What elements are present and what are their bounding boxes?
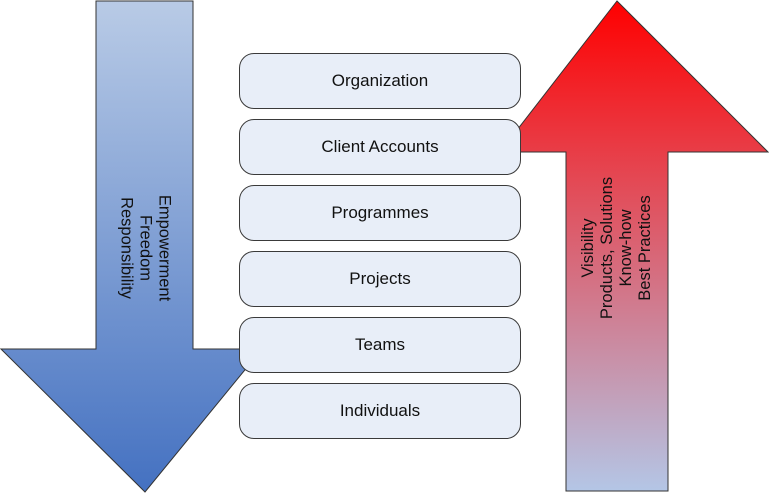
up-arrow-line: Products, Solutions <box>598 176 616 320</box>
down-arrow <box>0 0 264 493</box>
level-box-client-accounts: Client Accounts <box>239 119 521 175</box>
up-arrow-line: Know-how <box>617 209 635 287</box>
down-arrow-line: Freedom <box>136 214 155 282</box>
down-arrow-line: Responsibility <box>117 197 136 299</box>
down-arrow-line: Empowerment <box>155 194 174 302</box>
down-arrow-label: Empowerment Freedom Responsibility <box>117 195 174 301</box>
up-arrow-line: Best Practices <box>636 195 654 301</box>
level-box-projects: Projects <box>239 251 521 307</box>
level-box-individuals: Individuals <box>239 383 521 439</box>
level-box-organization: Organization <box>239 53 521 109</box>
level-box-programmes: Programmes <box>239 185 521 241</box>
up-arrow-line: Visibility <box>579 218 597 278</box>
level-box-teams: Teams <box>239 317 521 373</box>
up-arrow-label: Visibility Products, Solutions Know-how … <box>579 177 655 319</box>
